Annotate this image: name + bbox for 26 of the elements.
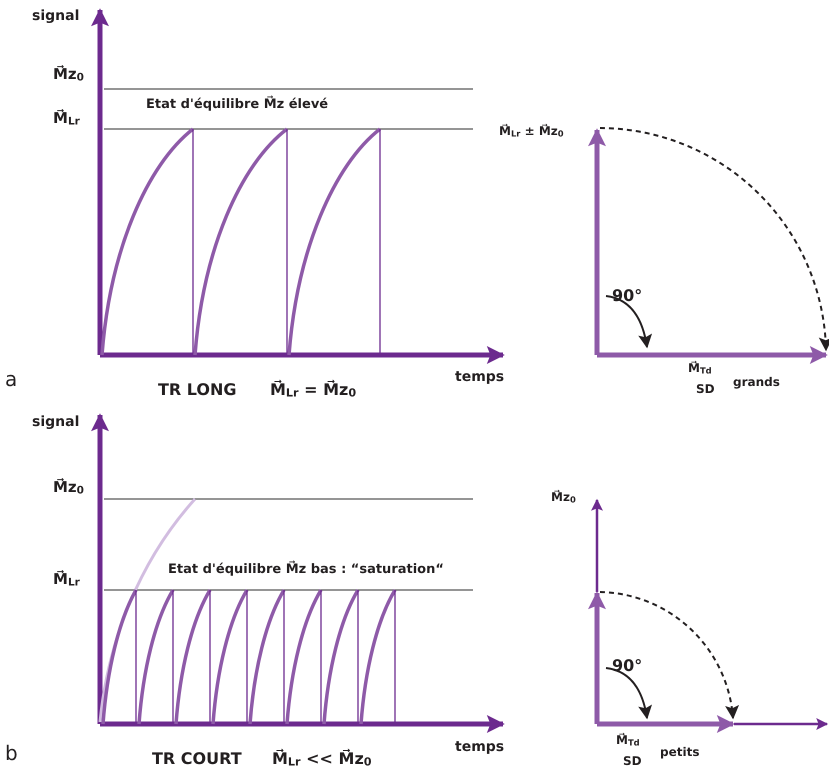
angle-label: 90° — [612, 657, 642, 676]
vector-label: M⃗$_{Td}$ — [616, 734, 640, 748]
vector-label: SD — [696, 383, 715, 397]
angle-label: 90° — [612, 287, 642, 306]
state-label: Etat d'équilibre M⃗z bas : “saturation“ — [168, 563, 444, 578]
condition-formula: M⃗$_{Lr}$ = M⃗z$_{0}$ — [270, 381, 356, 401]
level-label: M⃗z$_{0}$ — [53, 66, 84, 84]
level-label: M⃗$_{Lr}$ — [53, 571, 80, 589]
axis-label: temps — [455, 369, 504, 386]
vector-label: grands — [733, 376, 780, 390]
panel-letter: b — [5, 742, 18, 765]
vector-label: SD — [623, 755, 642, 769]
state-label: Etat d'équilibre M⃗z élevé — [146, 98, 328, 113]
level-label: M⃗z$_{0}$ — [53, 479, 84, 497]
condition-label: TR LONG — [158, 381, 237, 400]
vector-label: petits — [660, 746, 700, 760]
vector-label: M⃗z$_{0}$ — [551, 491, 576, 505]
axis-label: temps — [455, 739, 504, 756]
axis-label: signal — [32, 414, 80, 430]
vector-label: M⃗$_{Lr}$ ± M⃗z$_{0}$ — [499, 125, 564, 139]
condition-label: TR COURT — [152, 750, 242, 768]
level-label: M⃗$_{Lr}$ — [53, 110, 80, 128]
axis-label: signal — [32, 8, 80, 24]
panel-letter: a — [5, 368, 18, 391]
vector-label: M⃗$_{Td}$ — [688, 362, 712, 376]
condition-formula: M⃗$_{Lr}$ << M⃗z$_{0}$ — [272, 750, 372, 770]
